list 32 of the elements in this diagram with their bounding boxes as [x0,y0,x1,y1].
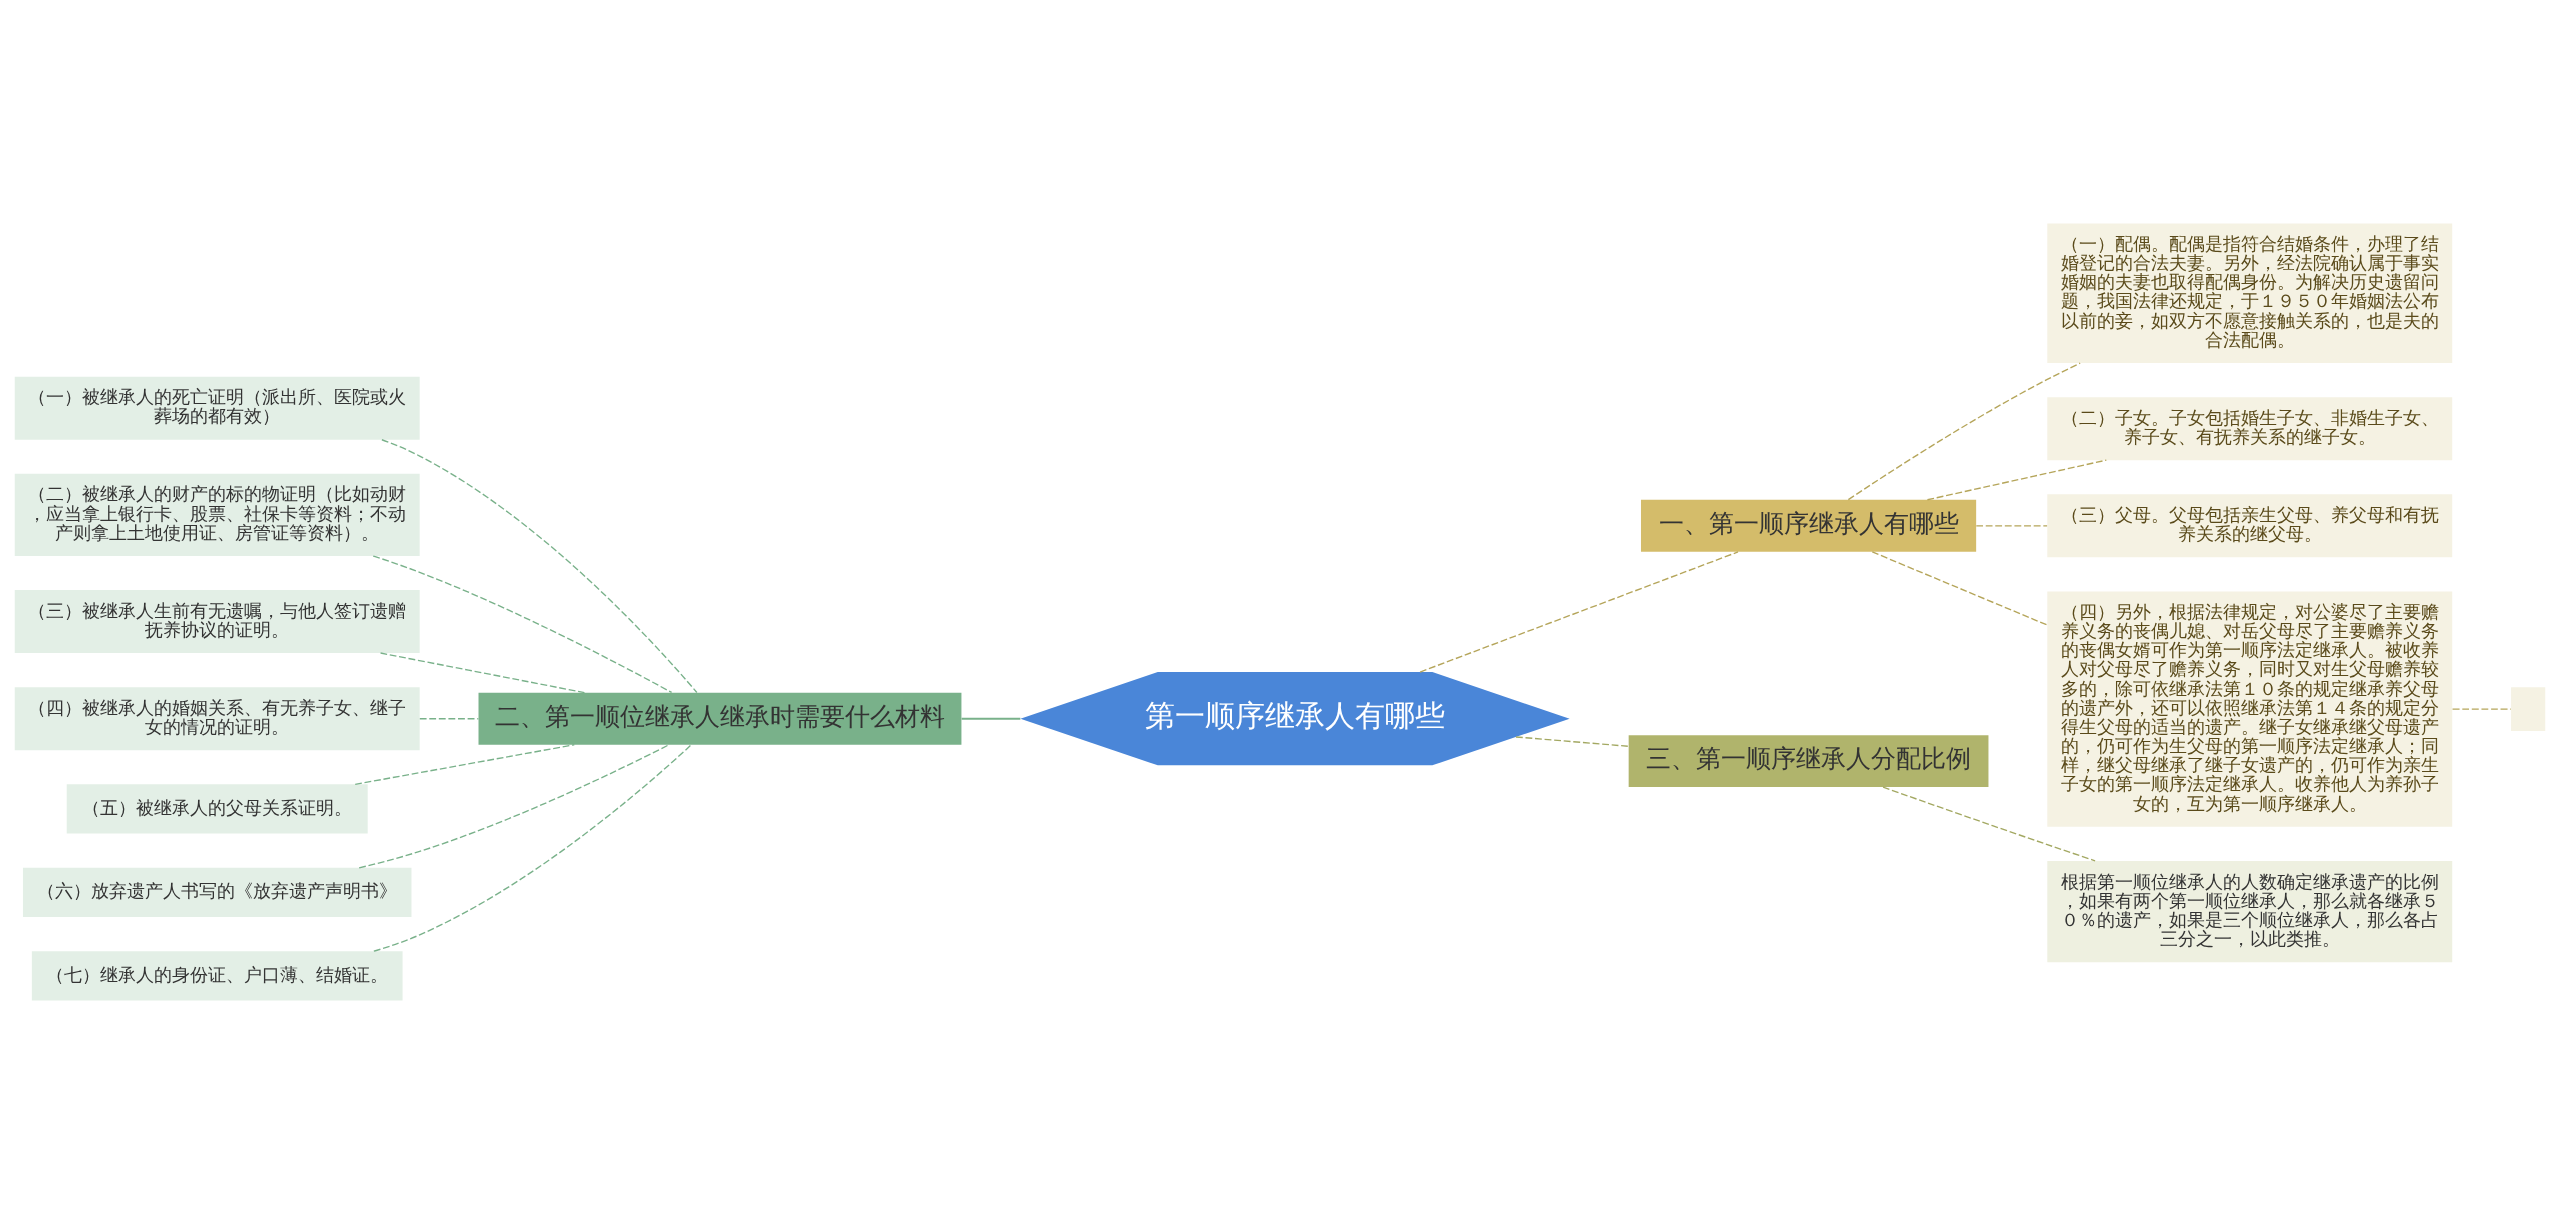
connector [1847,362,2081,501]
node-box: （三）父母。父母包括亲生父母、养父母和有抚养关系的继父母。 [2047,494,2453,558]
node-box: （一）被继承人的死亡证明（派出所、医院或火葬场的都有效） [14,376,420,440]
connector [1926,459,2107,501]
node-box: （五）被继承人的父母关系证明。 [66,784,368,834]
node-box: （六）放弃遗产人书写的《放弃遗产声明书》 [22,867,412,918]
node-box: 二、第一顺位继承人继承时需要什么材料 [478,692,962,745]
node-box [2511,687,2546,731]
connector [1515,736,1630,747]
connector [381,439,698,694]
connector [354,744,575,785]
node-box: （二）子女。子女包括婚生子女、非婚生子女、养子女、有抚养关系的继子女。 [2047,397,2453,461]
node-box: （四）另外，根据法律规定，对公婆尽了主要赡养义务的丧偶儿媳、对岳父母尽了主要赡养义务的丧偶女婿可作为第一顺序法定继承人。被收养人对父母尽了赡养义务，同时又对生父母赡养较多的，除可依继承法第１０条的规定继承养父母的遗产外，还可以依照继承法第１４条的规定分得生父母的适当的遗产。继子女继承继父母遗产的，仍可作为生父母的第一顺序法定继承人；同样，继父母继承了继子女遗产的，仍可作为亲生子女的第一顺序法定继承人。收养他人为养孙子女的，互为第一顺序继承人。 [2047,591,2453,827]
connector [358,744,670,869]
node-box: 根据第一顺位继承人的人数确定继承遗产的比例，如果有两个第一顺位继承人，那么就各继承５０％的遗产，如果是三个顺位继承人，那么各占三分之一，以此类推。 [2047,861,2453,963]
node-box: 一、第一顺序继承人有哪些 [1641,499,1977,552]
node-box: （七）继承人的身份证、户口薄、结婚证。 [31,951,403,1001]
connector [379,652,586,694]
connector [1871,551,2048,626]
connector [1975,525,2048,527]
node-box: （二）被继承人的财产的标的物证明（比如动财，应当拿上银行卡、股票、社保卡等资料；不动产则拿上土地使用证、房管证等资料）。 [14,473,420,556]
connector [961,717,1021,720]
node-box: 三、第一顺序继承人分配比例 [1628,735,1989,788]
node-box: （一）配偶。配偶是指符合结婚条件，办理了结婚登记的合法夫妻。另外，经法院确认属于事实婚姻的夫妻也取得配偶身份。为解决历史遗留问题，我国法律还规定，于１９５０年婚姻法公布以前的妾，如双方不愿意接触关系的，也是夫的合法配偶。 [2047,223,2453,363]
connector [373,744,692,952]
connector [372,555,673,694]
connector [2451,708,2512,710]
node-box: （四）被继承人的婚姻关系、有无养子女、继子女的情况的证明。 [14,687,420,751]
node-box: （三）被继承人生前有无遗嘱，与他人签订遗赠抚养协议的证明。 [14,590,420,654]
connector [1882,786,2096,862]
connector [1419,551,1739,673]
connector [419,718,479,720]
